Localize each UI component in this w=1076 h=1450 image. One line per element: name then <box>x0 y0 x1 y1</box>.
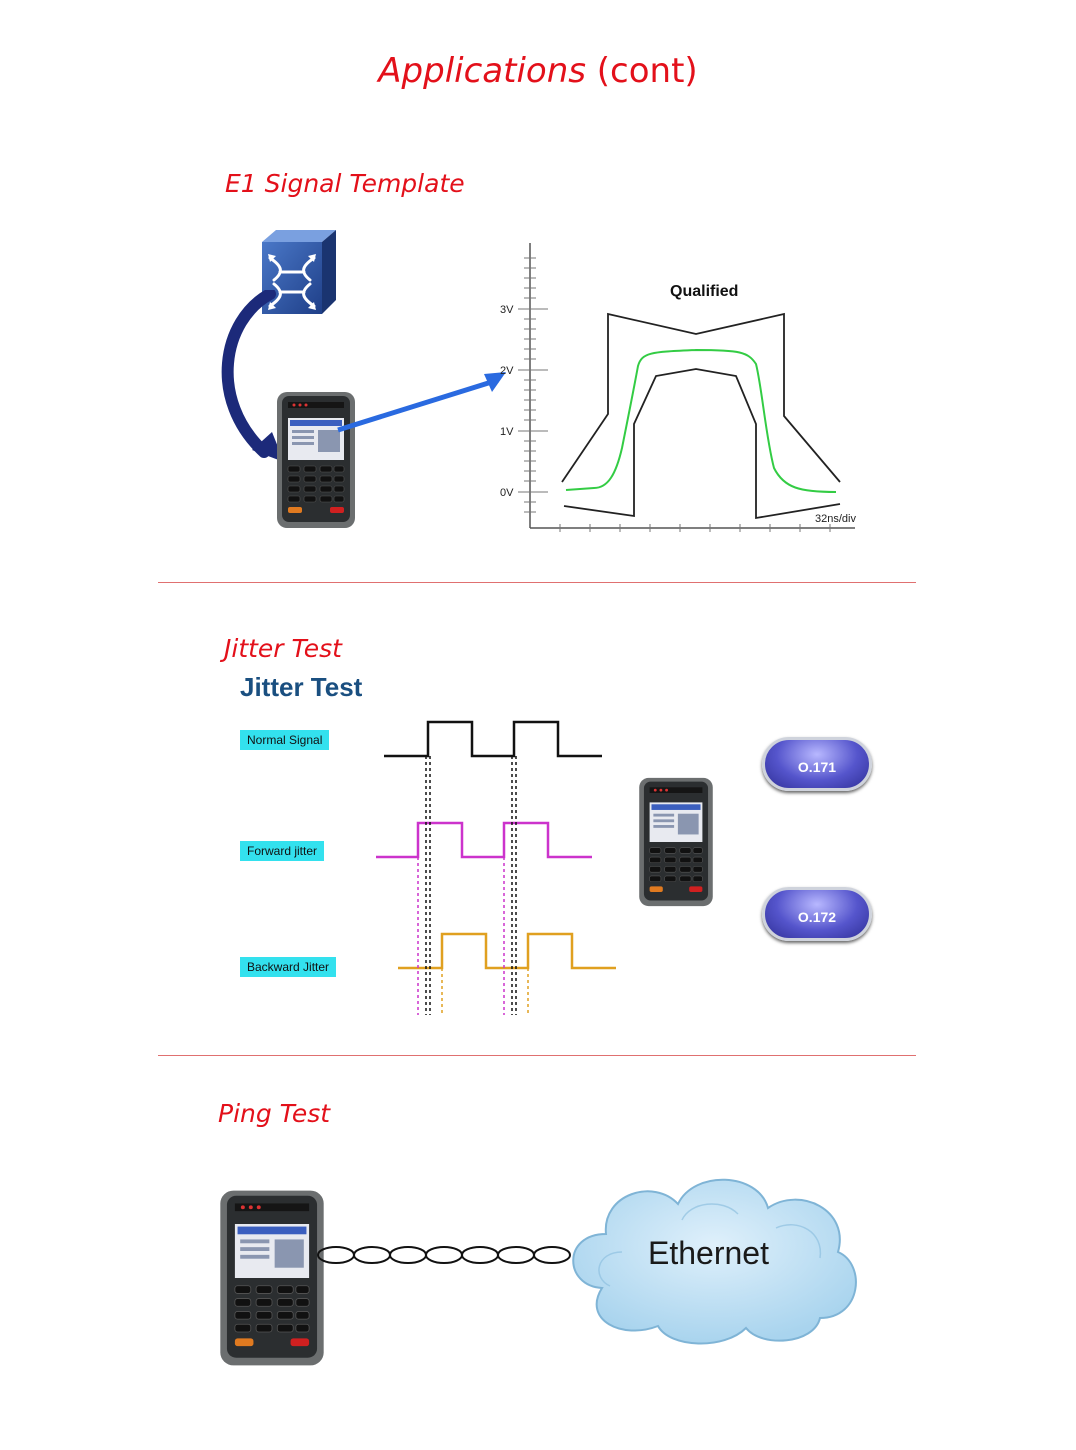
page-title: Applications (cont) <box>0 48 1076 94</box>
y-tick-2v: 2V <box>500 365 514 377</box>
switch-icon <box>262 230 336 314</box>
upper-template-line <box>561 312 841 483</box>
standard-badge-o172: O.172 <box>762 887 872 941</box>
handheld-tester-device <box>639 777 713 907</box>
section-title-ping: Ping Test <box>218 1099 331 1128</box>
ethernet-cable <box>317 1246 571 1264</box>
page-title-suffix: (cont) <box>585 51 698 91</box>
label-normal-signal: Normal Signal <box>240 730 330 750</box>
pointer-arrow-icon <box>337 372 506 433</box>
y-tick-3v: 3V <box>500 304 514 316</box>
section-divider-1 <box>158 582 916 583</box>
e1-template-chart: 3V 2V 1V 0V Qualified 32ns/div <box>500 243 856 532</box>
qualified-label: Qualified <box>670 283 738 300</box>
section-divider-2 <box>158 1055 916 1056</box>
page-title-main: Applications <box>378 51 586 91</box>
section-title-jitter: Jitter Test <box>224 634 342 663</box>
label-backward-jitter: Backward Jitter <box>240 957 337 977</box>
x-scale-label: 32ns/div <box>815 513 856 525</box>
handheld-tester-device <box>220 1190 324 1366</box>
y-tick-0v: 0V <box>500 487 514 499</box>
jitter-diagram-heading: Jitter Test <box>240 672 363 702</box>
measured-signal-line <box>565 348 837 493</box>
handheld-tester-device <box>277 392 355 528</box>
label-forward-jitter: Forward jitter <box>240 841 325 861</box>
lower-template-line <box>563 368 841 520</box>
section-title-e1: E1 Signal Template <box>225 169 465 198</box>
normal-signal-wave <box>384 720 602 758</box>
ethernet-label: Ethernet <box>648 1235 769 1271</box>
curved-arrow-icon <box>221 290 284 462</box>
cloud-icon: Ethernet <box>572 1178 857 1345</box>
jitter-waveforms <box>376 720 616 1015</box>
y-tick-1v: 1V <box>500 426 514 438</box>
backward-jitter-wave <box>398 932 616 970</box>
standard-badge-o171: O.171 <box>762 737 872 791</box>
forward-jitter-wave <box>376 821 592 859</box>
